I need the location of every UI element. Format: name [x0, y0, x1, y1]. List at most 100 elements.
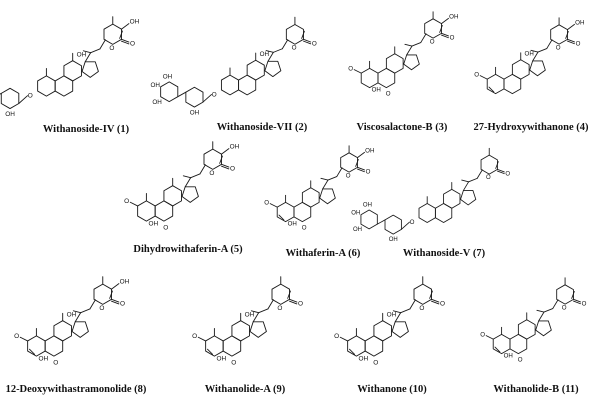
lactone-ring [480, 154, 498, 175]
sugar-hydroxyl-label: OH [351, 211, 360, 217]
side-chain-methyl [530, 49, 539, 53]
lactone-double-bond [219, 155, 223, 164]
ring-c [163, 185, 182, 207]
caption-7: Withanoside-V (7) [403, 248, 486, 259]
carbonyl-bond [357, 168, 365, 173]
sugar-ring [0, 87, 20, 110]
sugar-hydroxyl-label: OH [353, 227, 362, 233]
carbonyl-oxygen-label: O [130, 41, 135, 48]
lactone-double-bond [109, 290, 113, 299]
lactone-ring [103, 23, 122, 45]
carbonyl-bond [567, 38, 575, 43]
caption-10: Withanone (10) [357, 384, 427, 395]
ketone-oxygen-label: O [348, 66, 353, 73]
ketone-bond [269, 203, 278, 208]
carbonyl-oxygen-label: O [450, 34, 455, 41]
ring-c [373, 320, 392, 342]
ring-a [360, 67, 379, 89]
carbonyl-bond [111, 298, 120, 303]
caption-1: Withanoside-IV (1) [43, 124, 130, 135]
glycosidic-bond [202, 94, 212, 103]
side-chain-methyl [182, 175, 192, 179]
side-chain-bond [258, 308, 269, 314]
structures-layer: OHOOOHOOHOHOHOHOHOOOOHOHOHOHOOOHOOOHOHOO… [0, 11, 587, 366]
epoxide-oxygen-label: O [386, 91, 391, 98]
lactone-ring [271, 283, 290, 305]
caption-9: Withanolide-A (9) [205, 384, 286, 395]
lactone-double-bond [495, 161, 499, 169]
carbonyl-bond [496, 168, 505, 173]
side-chain-methyl [82, 50, 92, 54]
side-chain-bond [190, 173, 201, 179]
side-chain-bond [84, 52, 92, 63]
side-chain-hydroxyl-label: OH [245, 311, 255, 318]
caption-5: Dihydrowithaferin-A (5) [133, 244, 243, 255]
side-chain-bond [99, 39, 106, 50]
lactone-double-bond [355, 158, 359, 167]
lactone-ring [93, 283, 112, 305]
ring-d [249, 321, 267, 338]
side-chain-hydroxyl-label: OH [387, 311, 397, 318]
ring-a [492, 333, 511, 355]
carbonyl-oxygen-label: O [312, 41, 317, 48]
hydroxymethyl-label: OH [230, 144, 240, 151]
side-chain-methyl [404, 43, 413, 47]
enone-double-bond [29, 348, 36, 355]
sugar-ring [384, 214, 402, 235]
ring-a [27, 335, 46, 357]
lactone-oxygen-label: O [209, 170, 214, 177]
side-chain-bond [89, 299, 96, 310]
ring-d [319, 188, 336, 205]
side-chain-bond [406, 45, 413, 56]
carbonyl-bond [289, 298, 298, 303]
hydroxymethyl-label: OH [120, 279, 130, 286]
carbonyl-bond [441, 32, 449, 37]
enone-double-bond [494, 346, 501, 353]
ring-d [535, 320, 552, 337]
side-chain-bond [322, 179, 329, 190]
carbonyl-oxygen-label: O [576, 40, 581, 47]
lactone-oxygen-label: O [419, 305, 424, 312]
carbonyl-bond [121, 38, 130, 43]
ring-d [264, 60, 282, 78]
ketone-oxygen-label: O [264, 200, 269, 207]
carbonyl-bond [121, 40, 130, 45]
side-chain-bond [537, 48, 548, 53]
side-chain-hydroxyl-label: OH [67, 311, 77, 318]
ring-c [443, 188, 461, 209]
side-chain-bond [468, 177, 478, 183]
sugar-ring [185, 86, 204, 108]
lactone-double-bond [565, 30, 569, 39]
ketone-oxygen-label: O [474, 72, 479, 79]
ring-c [385, 53, 404, 74]
carbonyl-bond [567, 40, 575, 45]
ketone-oxygen-label: O [192, 333, 197, 340]
side-chain-bond [543, 308, 554, 313]
ring-c [231, 320, 250, 342]
side-chain-bond [327, 176, 338, 181]
enone-double-bond [207, 348, 214, 355]
lactone-oxygen-label: O [109, 45, 114, 52]
ring-a [220, 74, 240, 96]
lactone-oxygen-label: O [556, 44, 561, 51]
sugar-hydroxyl-label: OH [190, 109, 200, 116]
side-chain-hydroxyl-label: OH [525, 51, 534, 58]
ring-d [529, 60, 546, 77]
side-chain-bond [267, 299, 274, 310]
ring-hydroxyl-label: OH [216, 355, 226, 362]
side-chain-bond [552, 299, 559, 310]
lactone-double-bond [287, 290, 291, 299]
lactone-double-bond [119, 30, 123, 39]
side-chain-bond [199, 164, 206, 175]
ketone-bond [19, 336, 29, 342]
lactone-oxygen-label: O [562, 304, 567, 311]
ring-hydroxyl-label: OH [504, 353, 513, 360]
ring-a [418, 203, 436, 223]
glycosidic-bond [400, 221, 410, 230]
ketone-oxygen-label: O [334, 333, 339, 340]
